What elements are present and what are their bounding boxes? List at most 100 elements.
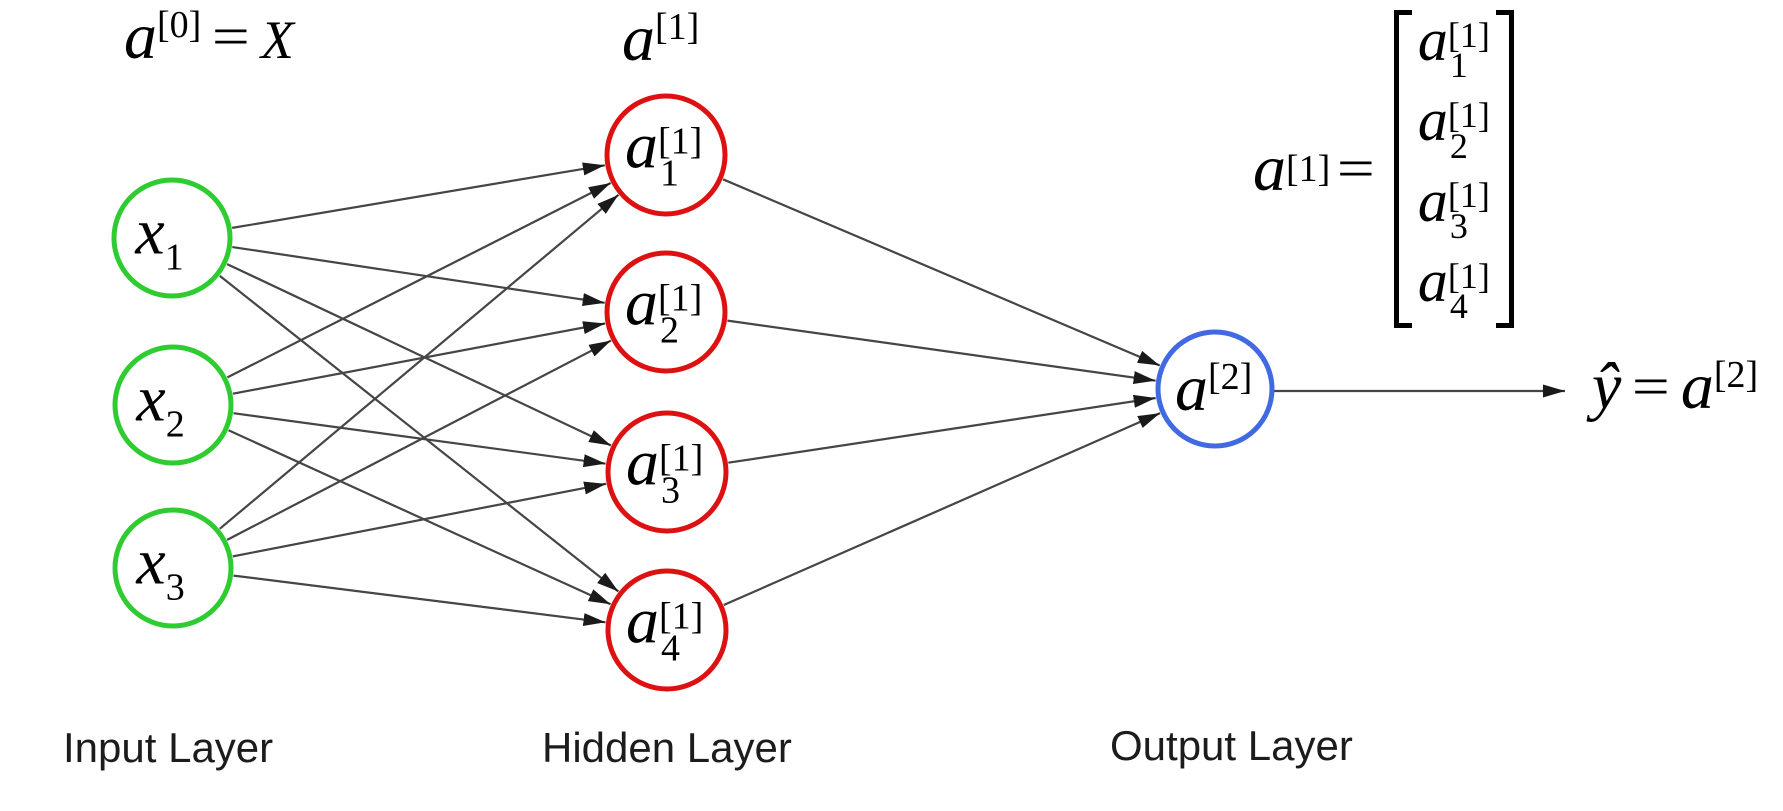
edge-arrow bbox=[723, 412, 1161, 607]
math-text: 3 bbox=[165, 566, 185, 609]
math-text: [1] bbox=[1447, 175, 1490, 216]
edge-arrow bbox=[232, 481, 607, 558]
sup-sub-stack: [1]4 bbox=[1447, 255, 1490, 327]
equals-sign: = bbox=[1337, 138, 1376, 200]
math-text: 3 bbox=[1449, 206, 1468, 247]
input-node-label-3: x3 bbox=[136, 529, 185, 609]
math-text: a bbox=[626, 426, 660, 500]
node-circles bbox=[111, 93, 1275, 692]
edge-arrow bbox=[228, 429, 612, 606]
edge-arrow bbox=[722, 178, 1161, 367]
equals-sign: = bbox=[212, 6, 251, 68]
vector-left-bracket bbox=[1393, 10, 1412, 328]
output-layer-label: Output Layer bbox=[1110, 722, 1353, 769]
vector-entry-4: a[1]4 bbox=[1418, 251, 1490, 328]
sup-sub-stack: [1]3 bbox=[659, 437, 704, 513]
math-text: 2 bbox=[1449, 125, 1468, 166]
formula-sup: [0] bbox=[157, 4, 202, 46]
math-text: [1] bbox=[659, 595, 704, 638]
edge-arrow bbox=[231, 162, 606, 229]
input-node-2 bbox=[112, 344, 234, 466]
sup-sub-stack: [1]3 bbox=[1447, 175, 1490, 247]
edge-arrow bbox=[232, 321, 606, 395]
math-text: x bbox=[135, 195, 165, 269]
math-text: [2] bbox=[1208, 356, 1253, 398]
math-text: x bbox=[136, 525, 166, 599]
edge-arrow bbox=[728, 394, 1156, 464]
formula-var: a bbox=[124, 0, 157, 73]
edge-arrows bbox=[219, 162, 1565, 626]
yhat-var: ŷ bbox=[1592, 350, 1622, 423]
input-layer-label: Input Layer bbox=[63, 724, 274, 771]
vector-entry-2: a[1]2 bbox=[1418, 90, 1490, 167]
math-text: a bbox=[1175, 352, 1209, 425]
math-text: 3 bbox=[661, 470, 681, 513]
formula-hidden-activation: a[1] bbox=[622, 6, 699, 72]
hidden-node-1 bbox=[604, 93, 728, 217]
sup-sub-stack: [1]4 bbox=[659, 595, 704, 671]
formula-sup: [2] bbox=[1713, 354, 1759, 396]
formula-var: a bbox=[622, 2, 655, 75]
sup-sub-stack: [1]1 bbox=[1447, 14, 1490, 86]
math-text: a bbox=[1417, 248, 1448, 315]
math-text: [1] bbox=[1447, 14, 1490, 55]
sup-sub-stack: [1]2 bbox=[1447, 95, 1490, 166]
input-node-label-2: x2 bbox=[136, 366, 185, 446]
math-text: 2 bbox=[660, 310, 680, 353]
edge-arrow bbox=[233, 412, 606, 468]
math-text: 1 bbox=[1449, 45, 1468, 86]
edge-arrow bbox=[727, 319, 1156, 385]
edge-arrow bbox=[226, 263, 612, 447]
hidden-node-label-2: a[1]2 bbox=[625, 270, 703, 354]
math-text: 1 bbox=[660, 153, 680, 196]
hidden-node-label-1: a[1]1 bbox=[625, 113, 703, 197]
vector-entry-3: a[1]3 bbox=[1418, 171, 1490, 248]
edge-arrow bbox=[219, 275, 620, 593]
vector-lhs-var: a bbox=[1253, 132, 1286, 205]
formula-output-prediction: ŷ=a[2] bbox=[1592, 354, 1758, 420]
vector-entry-1: a[1]1 bbox=[1418, 10, 1490, 87]
math-text: a bbox=[1417, 87, 1448, 154]
formula-sup: [1] bbox=[655, 6, 700, 48]
input-node-label-1: x1 bbox=[135, 199, 183, 277]
math-text: [1] bbox=[658, 120, 703, 163]
output-node-label: a[2] bbox=[1175, 356, 1252, 422]
sup-sub-stack: [1]2 bbox=[658, 277, 703, 353]
math-text: [1] bbox=[1447, 255, 1490, 296]
hidden-node-label-3: a[1]3 bbox=[626, 430, 704, 514]
hidden-layer-label: Hidden Layer bbox=[542, 724, 792, 771]
math-text: 2 bbox=[165, 403, 185, 446]
formula-input-activation: a[0]=X bbox=[124, 4, 294, 70]
math-text: a bbox=[625, 266, 659, 340]
edge-arrow bbox=[233, 574, 606, 626]
output-node bbox=[1155, 329, 1275, 449]
math-text: [1] bbox=[658, 277, 703, 320]
edge-arrow bbox=[226, 339, 612, 541]
math-text: [1] bbox=[659, 437, 704, 480]
math-text: a bbox=[625, 109, 659, 183]
equals-sign: = bbox=[1632, 356, 1671, 418]
vector-right-bracket bbox=[1495, 10, 1514, 328]
hidden-node-label-4: a[1]4 bbox=[626, 588, 704, 672]
edge-arrow bbox=[232, 245, 605, 306]
math-text: a bbox=[1417, 167, 1448, 234]
input-node-3 bbox=[112, 507, 234, 629]
sup-sub-stack: [1]1 bbox=[658, 120, 703, 196]
input-node-1 bbox=[111, 177, 233, 299]
math-text: 4 bbox=[661, 628, 681, 671]
edge-arrow bbox=[219, 193, 620, 530]
math-text: 4 bbox=[1449, 286, 1468, 327]
math-text: a bbox=[1417, 7, 1448, 73]
math-text: [1] bbox=[1447, 95, 1490, 136]
math-text: a bbox=[626, 584, 660, 658]
formula-rhs: X bbox=[260, 10, 294, 70]
edge-arrow bbox=[226, 182, 612, 379]
hidden-node-3 bbox=[605, 410, 729, 534]
hidden-node-2 bbox=[604, 250, 728, 374]
formula-var: a bbox=[1680, 350, 1714, 423]
math-text: x bbox=[136, 362, 166, 436]
